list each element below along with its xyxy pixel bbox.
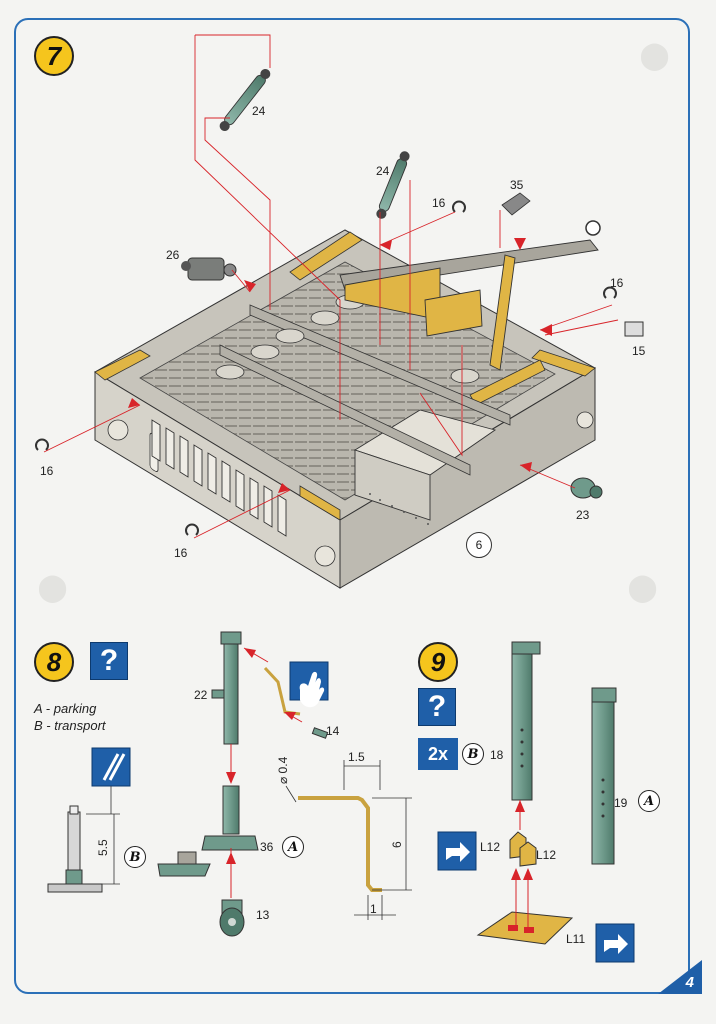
callout-16: 16 — [174, 546, 188, 560]
callout-13: 13 — [256, 908, 270, 922]
dimension-diameter: ⌀ 0.4 — [276, 756, 290, 784]
page-number: 4 — [685, 974, 694, 991]
step-9-badge: 9 — [418, 642, 458, 682]
variant-b-marker: B — [462, 743, 484, 765]
callout-l12: L12 — [536, 848, 557, 862]
callout-22: 22 — [194, 688, 208, 702]
callout-23: 23 — [576, 508, 590, 522]
help-icon: ? — [418, 688, 456, 726]
quantity-multiplier: 2x — [418, 738, 458, 770]
variant-a-marker: A — [638, 790, 660, 812]
callout-18: 18 — [490, 748, 504, 762]
help-icon: ? — [90, 642, 128, 680]
step8-parts — [47, 631, 412, 937]
page-frame — [14, 18, 690, 994]
callout-l12: L12 — [480, 840, 501, 854]
callout-26: 26 — [166, 248, 180, 262]
dimension-6: 6 — [390, 841, 404, 848]
variant-b-marker: B — [124, 846, 146, 868]
callout-36: 36 — [260, 840, 274, 854]
ghost-text: ⬤ — [38, 572, 68, 602]
variant-a-marker: A — [282, 836, 304, 858]
guide-arrows — [128, 238, 552, 493]
callout-14: 14 — [326, 724, 340, 738]
ghost-text: ⬤ — [628, 572, 658, 602]
callout-24: 24 — [376, 164, 390, 178]
callout-16: 16 — [610, 276, 624, 290]
dimension-1-5: 1.5 — [348, 750, 365, 764]
dimension-5-5: 5.5 — [96, 839, 110, 856]
callout-6: 6 — [466, 532, 492, 558]
callout-16: 16 — [432, 196, 446, 210]
callout-24: 24 — [252, 104, 266, 118]
callout-16: 16 — [40, 464, 54, 478]
legend-transport: B - transport — [34, 718, 106, 733]
ghost-text: ⬤ — [640, 40, 670, 70]
callout-15: 15 — [632, 344, 646, 358]
step9-parts — [437, 641, 635, 963]
step-8-badge: 8 — [34, 642, 74, 682]
step7-parts — [35, 68, 644, 536]
legend-parking: A - parking — [34, 701, 97, 716]
dimension-1: 1 — [370, 902, 377, 916]
callout-35: 35 — [510, 178, 524, 192]
hull-assembly — [94, 220, 601, 589]
callout-l11: L11 — [566, 932, 586, 946]
callout-19: 19 — [614, 796, 628, 810]
step-7-badge: 7 — [34, 36, 74, 76]
